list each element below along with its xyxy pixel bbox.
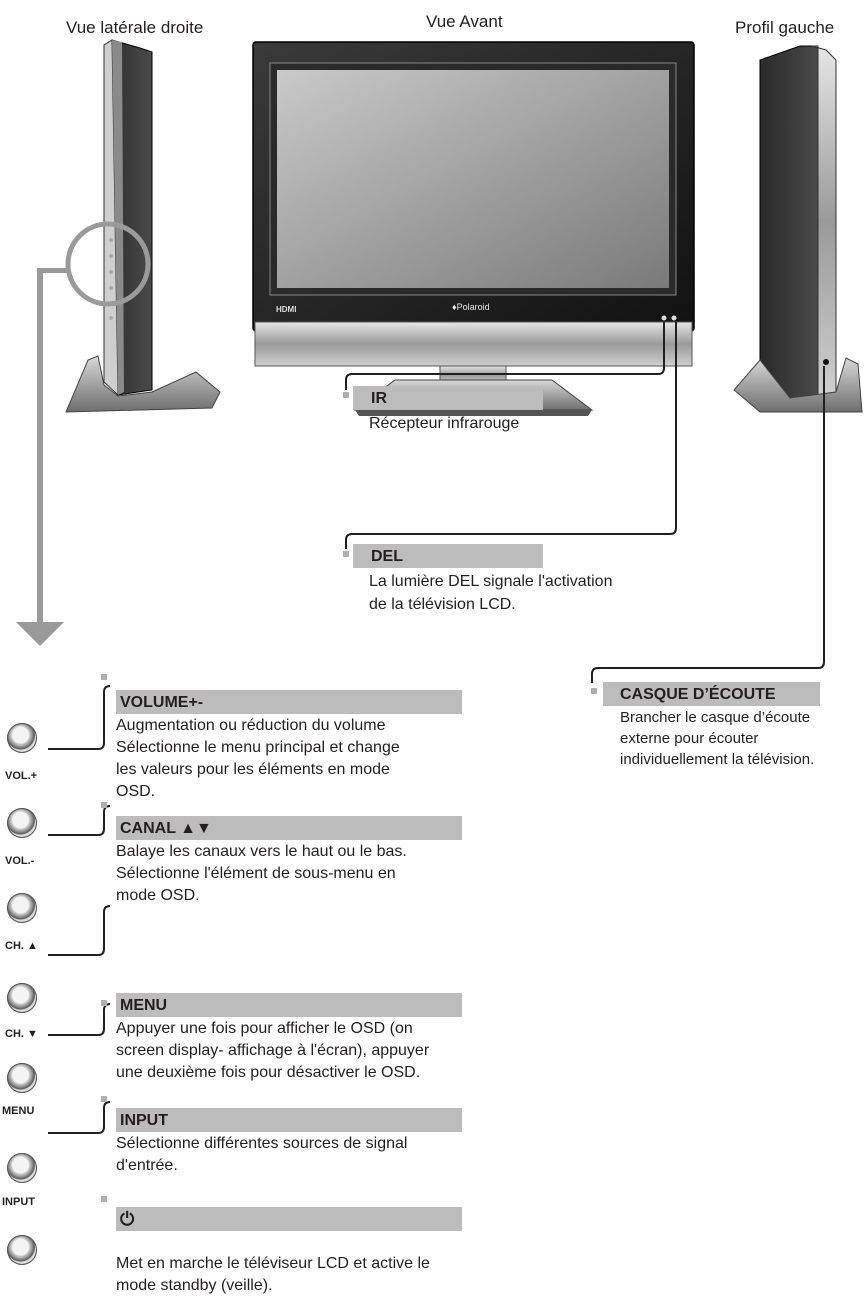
volume-marker [101,674,107,680]
volume-description-line-4: OSD. [116,783,156,800]
volume-description-line-1: Augmentation ou réduction du volume [116,717,386,734]
menu-button[interactable] [7,1063,37,1093]
power-description-line-1: Met en marche le téléviseur LCD et activ… [116,1255,430,1272]
del-marker [343,551,349,557]
vol-plus-button[interactable] [7,723,37,753]
polaroid-brand-logo: ♦Polaroid [452,302,490,312]
power-icon: ⏻ [120,1209,135,1229]
vol-minus-label: VOL.- [5,855,35,867]
casque-description-line-1: Brancher le casque d’écoute [620,709,811,726]
menu-title-bar [116,993,462,1017]
canal-description-line-2: Sélectionne l'élément de sous-menu en [116,865,396,882]
menu-description-line-3: une deuxième fois pour désactiver le OSD… [116,1064,421,1081]
power-button[interactable] [7,1235,37,1265]
power-description-line-2: mode standby (veille). [116,1277,273,1294]
input-marker [101,1096,107,1102]
casque-description-line-2: externe pour écouter [620,730,759,747]
right-side-view-title: Vue latérale droite [66,18,204,37]
menu-description-line-2: screen display- affichage à l'écran), ap… [116,1042,430,1059]
input-title: INPUT [120,1112,168,1129]
left-profile-tv [733,45,863,413]
volume-title-bar [116,690,462,714]
canal-marker [101,802,107,808]
input-description-line-2: d'entrée. [116,1157,178,1174]
menu-description-line-1: Appuyer une fois pour afficher le OSD (o… [116,1020,413,1037]
ch-up-label: CH. ▲ [5,940,38,952]
right-side-tv [65,39,221,413]
input-description-line-1: Sélectionne différentes sources de signa… [116,1135,408,1152]
hdmi-logo: HDMI [276,305,297,314]
volume-description-line-2: Sélectionne le menu principal et change [116,739,400,756]
del-title: DEL [371,548,403,565]
vol-plus-label: VOL.+ [5,770,38,782]
canal-title: CANAL ▲▼ [120,820,212,837]
menu-marker [101,1000,107,1006]
canal-title-bar [116,816,462,840]
canal-description-line-3: mode OSD. [116,887,200,904]
ch-down-label: CH. ▼ [5,1028,38,1040]
del-title-bar [353,544,543,568]
del-description-line-1: La lumière DEL signale l'activation [369,573,613,590]
left-profile-view-title: Profil gauche [735,18,835,37]
ch-down-button[interactable] [7,983,37,1013]
casque-title-bar [603,682,820,706]
menu-title: MENU [120,997,168,1014]
canal-description-line-1: Balaye les canaux vers le haut ou le bas… [116,843,407,860]
input-label: INPUT [2,1196,35,1208]
input-button[interactable] [7,1153,37,1183]
del-description-line-2: de la télévision LCD. [369,596,516,613]
menu-label: MENU [2,1105,35,1117]
front-tv [252,41,695,416]
vol-minus-button[interactable] [7,808,37,838]
ir-title: IR [371,390,387,407]
ir-title-bar [353,386,543,410]
volume-title: VOLUME+- [120,694,204,711]
casque-description-line-3: individuellement la télévision. [620,751,815,768]
volume-description-line-3: les valeurs pour les éléments en mode [116,761,390,778]
input-title-bar [116,1108,462,1132]
ir-description: Récepteur infrarouge [369,415,520,432]
power-title-bar [116,1207,462,1231]
ch-up-button[interactable] [7,893,37,923]
casque-title: CASQUE D’ÉCOUTE [620,686,776,703]
front-view-title: Vue Avant [426,12,503,31]
ir-marker [343,392,349,398]
casque-marker [591,688,597,694]
power-marker [101,1196,107,1202]
